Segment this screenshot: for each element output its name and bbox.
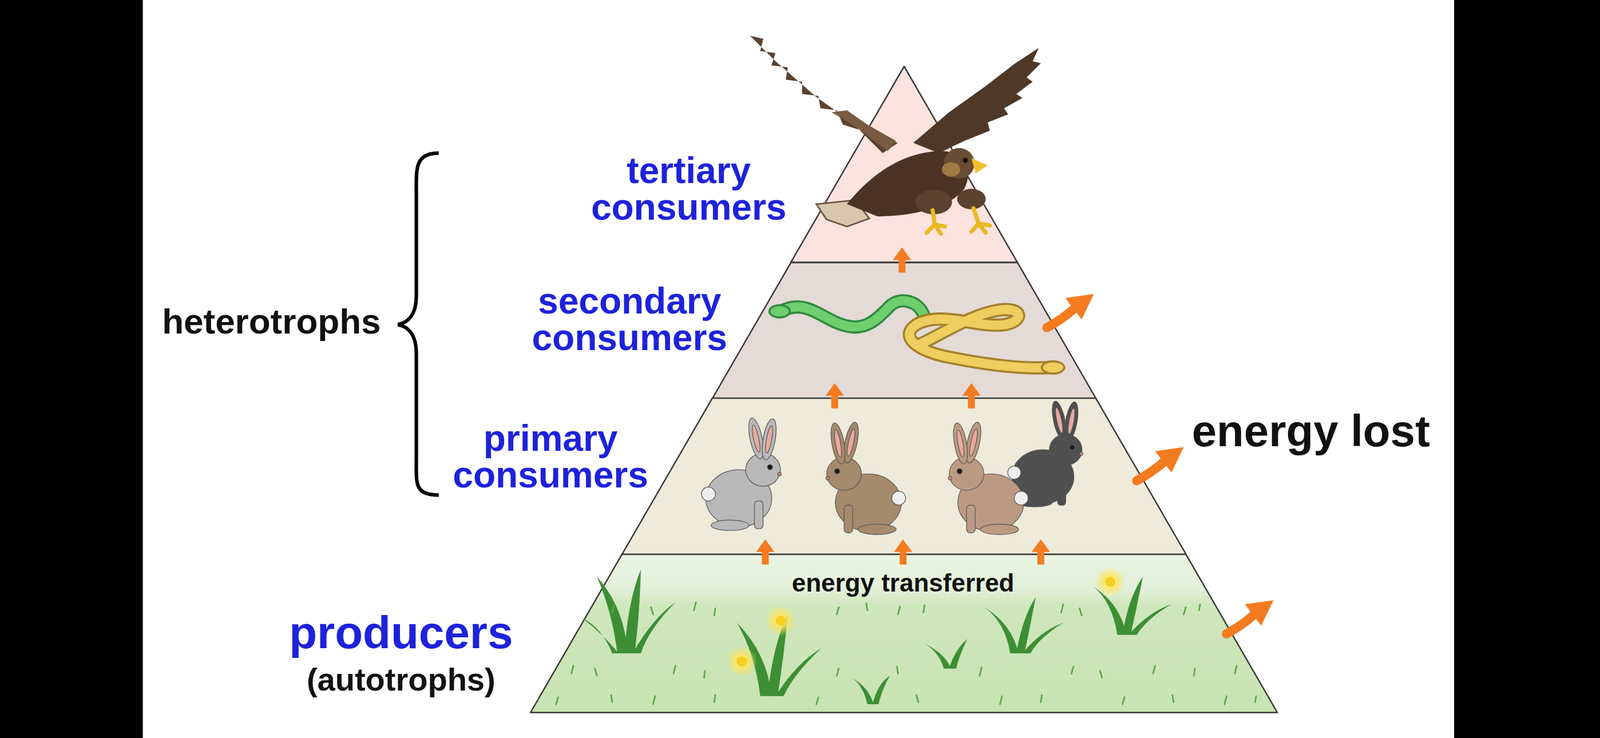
band-label: primary consumers bbox=[418, 420, 683, 494]
arrow-head bbox=[755, 539, 775, 553]
energy-arrow bbox=[962, 383, 981, 409]
band-shape bbox=[790, 66, 1018, 263]
band-label: tertiary consumers bbox=[557, 152, 821, 226]
band-label-slot: producers bbox=[288, 610, 513, 656]
arrow-shaft bbox=[968, 395, 976, 409]
pyramid-band: secondary consumers bbox=[712, 262, 1096, 399]
band-outline bbox=[622, 398, 1187, 555]
arrow-head bbox=[962, 383, 981, 396]
pyramid-band: tertiary consumers bbox=[790, 66, 1018, 263]
energy-lost-arrows bbox=[1047, 294, 1274, 635]
arrow-shaft bbox=[761, 551, 769, 565]
annotation-label: heterotrophs bbox=[161, 303, 381, 340]
grass-texture bbox=[556, 602, 1257, 705]
arrow-shaft bbox=[1037, 551, 1045, 565]
arrow-head bbox=[1031, 539, 1051, 553]
band-label-slot: (autotrophs) bbox=[306, 663, 496, 696]
energy-arrow bbox=[892, 247, 912, 273]
arrow-head bbox=[825, 383, 845, 396]
band-label: secondary consumers bbox=[497, 282, 762, 356]
annotation-label: energy transferred bbox=[791, 570, 1015, 596]
arrow-shaft bbox=[899, 551, 907, 565]
band-label: producers bbox=[288, 610, 513, 656]
band-shape bbox=[622, 398, 1187, 555]
band-label-slot: secondary consumers bbox=[497, 282, 762, 356]
energy-arrow bbox=[825, 383, 845, 409]
energy-arrow bbox=[755, 539, 775, 565]
curly-bracket bbox=[397, 153, 439, 496]
band-label-slot: tertiary consumers bbox=[557, 152, 821, 226]
pyramid-band: primary consumers bbox=[622, 398, 1187, 555]
white-panel bbox=[143, 0, 1455, 738]
annotation-label-slot: energy lost bbox=[1191, 408, 1431, 454]
annotation-label-slot: heterotrophs bbox=[161, 303, 381, 340]
arrow-head bbox=[892, 247, 912, 261]
dandelions bbox=[726, 566, 1126, 677]
snakes bbox=[769, 301, 1065, 374]
band-shape bbox=[712, 262, 1096, 399]
annotation-label-slot: energy transferred bbox=[791, 570, 1015, 596]
annotation-label: energy lost bbox=[1191, 408, 1431, 454]
arrow-head bbox=[893, 539, 913, 553]
band-label: (autotrophs) bbox=[306, 663, 496, 696]
grass bbox=[581, 569, 1172, 706]
rabbits bbox=[701, 400, 1083, 535]
energy-arrow bbox=[893, 539, 913, 565]
band-outline bbox=[790, 66, 1018, 263]
energy-arrow bbox=[1031, 539, 1051, 565]
eagle bbox=[750, 35, 1041, 234]
band-label-slot: primary consumers bbox=[418, 420, 683, 494]
arrow-shaft bbox=[831, 395, 839, 409]
band-outline bbox=[712, 262, 1096, 399]
arrow-shaft bbox=[898, 259, 906, 273]
band-outline bbox=[530, 554, 1278, 714]
